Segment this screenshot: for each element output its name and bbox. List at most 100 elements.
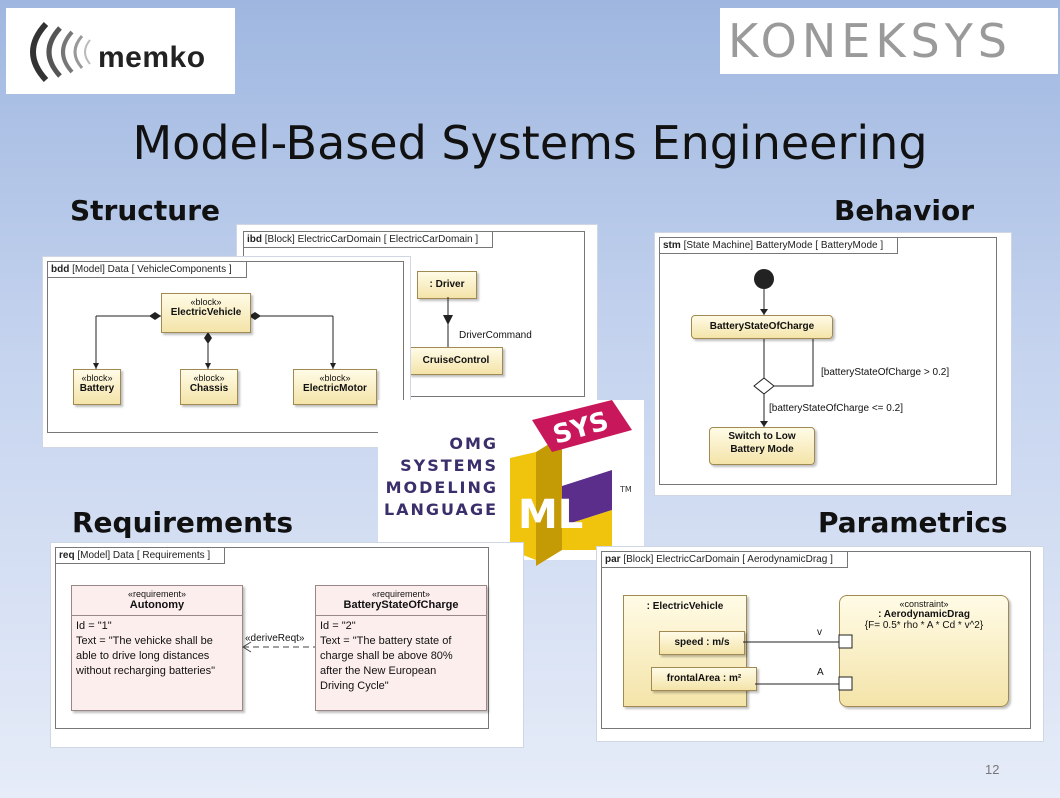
req-battery-text-1: Text = "The battery state of [320,635,452,647]
req-frame-tab: req [Model] Data [ Requirements ] [56,548,226,564]
sysml-cube-icon: SYS ML TM [510,400,632,566]
sysml-omg-text: OMG [449,434,498,453]
stm-guard-loop-label: [batteryStateOfCharge > 0.2] [821,367,950,378]
req-panel: req [Model] Data [ Requirements ] «requi… [50,542,524,748]
stm-state2-line2: Battery Mode [730,444,794,455]
bdd-battery-block: «block»Battery [73,369,121,405]
req-autonomy-text-2: able to drive long distances [76,650,210,662]
par-kind-label: par [605,554,621,565]
req-derive-label: «deriveReqt» [245,633,305,644]
stm-frame-tab: stm [State Machine] BatteryMode [ Batter… [660,238,899,254]
sysml-sys-letters: SYS [550,406,612,450]
sysml-ml-letters: ML [518,492,583,538]
req-header-label: [Model] Data [ Requirements ] [77,550,211,561]
bdd-motor-name: ElectricMotor [303,383,367,394]
bdd-ev-name: ElectricVehicle [170,307,242,318]
req-battery-stereotype: «requirement» [371,589,431,599]
stm-kind-label: stm [663,240,681,251]
par-speed-property: speed : m/s [659,631,745,655]
slide-title: Model-Based Systems Engineering [132,116,928,170]
req-battery-id: Id = "2" [320,620,356,632]
par-panel: par [Block] ElectricCarDomain [ Aerodyna… [596,546,1044,742]
memko-logo: memko [6,8,235,94]
heading-parametrics: Parametrics [818,506,1008,539]
req-battery-head: «requirement»BatteryStateOfCharge [316,586,486,616]
bdd-motor-block: «block»ElectricMotor [293,369,377,405]
bdd-header-label: [Model] Data [ VehicleComponents ] [72,264,232,275]
sysml-modeling-text: MODELING [385,478,498,497]
bdd-chassis-stereotype: «block» [193,373,225,383]
par-frame-tab: par [Block] ElectricCarDomain [ Aerodyna… [602,552,848,568]
par-speed-label: speed : m/s [674,637,730,648]
ibd-cruise-control-part: CruiseControl [409,347,503,375]
req-autonomy-body: Id = "1" Text = "The vehicke shall be ab… [72,616,242,682]
ibd-header-label: [Block] ElectricCarDomain [ ElectricCarD… [264,234,479,245]
sysml-language-text: LANGUAGE [383,500,498,519]
bdd-composition-lines [93,312,336,369]
par-vehicle-label: : ElectricVehicle [646,601,724,612]
req-battery-body: Id = "2" Text = "The battery state of ch… [316,616,486,697]
req-battery-text-2: charge shall be above 80% [320,650,453,662]
req-autonomy-head: «requirement»Autonomy [72,586,242,616]
bdd-frame-tab: bdd [Model] Data [ VehicleComponents ] [48,262,247,278]
bdd-chassis-name: Chassis [189,383,229,394]
par-port-a-label: A [817,667,824,678]
bdd-battery-stereotype: «block» [81,373,113,383]
ibd-frame-tab: ibd [Block] ElectricCarDomain [ Electric… [244,232,494,248]
sysml-systems-text: SYSTEMS [400,456,498,475]
req-battery-name: BatteryStateOfCharge [343,599,459,611]
stm-decision-node [753,377,775,395]
stm-initial-node [754,269,774,289]
req-autonomy-id: Id = "1" [76,620,112,632]
req-battery-text-4: Driving Cycle" [320,680,389,692]
stm-state2-line1: Switch to Low [728,431,796,442]
bdd-chassis-block: «block»Chassis [180,369,238,405]
memko-wordmark: memko [98,41,206,74]
stm-state-battery-soc: BatteryStateOfCharge [691,315,833,339]
ibd-driver-connector [443,297,453,349]
par-port-v [838,634,853,649]
stm-state1-label: BatteryStateOfCharge [709,321,815,332]
ibd-driver-part: : Driver [417,271,477,299]
koneksys-logo: KONEKSYS [720,8,1058,74]
par-header-label: [Block] ElectricCarDomain [ AerodynamicD… [623,554,833,565]
bdd-ev-stereotype: «block» [190,297,222,307]
par-constraint-name: : AerodynamicDrag [878,609,970,620]
req-autonomy-name: Autonomy [129,599,185,611]
sysml-tm-mark: TM [619,485,632,494]
par-area-label: frontalArea : m² [666,673,742,684]
par-constraint-block: «constraint» : AerodynamicDrag {F= 0.5* … [839,595,1009,707]
req-kind-label: req [59,550,75,561]
req-battery-text-3: after the New European [320,665,437,677]
bdd-electric-vehicle-block: «block»ElectricVehicle [161,293,251,333]
bdd-kind-label: bdd [51,264,70,275]
bdd-panel: bdd [Model] Data [ VehicleComponents ] «… [42,256,411,448]
par-binding-connectors [743,634,853,691]
req-autonomy-text-3: without recharging batteries" [76,665,216,677]
par-constraint-equation: {F= 0.5* rho * A * Cd * v^2} [864,620,984,631]
heading-requirements: Requirements [72,506,294,539]
stm-guard-exit-label: [batteryStateOfCharge <= 0.2] [769,403,903,414]
par-constraint-stereotype: «constraint» [899,599,949,609]
stm-panel: stm [State Machine] BatteryMode [ Batter… [654,232,1012,496]
req-autonomy: «requirement»Autonomy Id = "1" Text = "T… [71,585,243,711]
bdd-battery-name: Battery [79,383,115,394]
req-battery-soc: «requirement»BatteryStateOfCharge Id = "… [315,585,487,711]
par-port-v-label: v [817,627,822,638]
heading-structure: Structure [70,194,221,227]
par-port-a [838,676,853,691]
ibd-cruise-label: CruiseControl [422,355,490,366]
ibd-connector-label: DriverCommand [459,330,532,341]
ibd-driver-label: : Driver [429,279,465,290]
bdd-motor-stereotype: «block» [319,373,351,383]
req-derive-arrow [242,641,317,653]
sysml-logo: OMG SYSTEMS MODELING LANGUAGE SYS ML TM [378,400,644,566]
ibd-kind-label: ibd [247,234,262,245]
page-number: 12 [985,762,1000,777]
par-area-property: frontalArea : m² [651,667,757,691]
heading-behavior: Behavior [834,194,975,227]
koneksys-wordmark: KONEKSYS [728,14,1012,68]
stm-header-label: [State Machine] BatteryMode [ BatteryMod… [683,240,884,251]
